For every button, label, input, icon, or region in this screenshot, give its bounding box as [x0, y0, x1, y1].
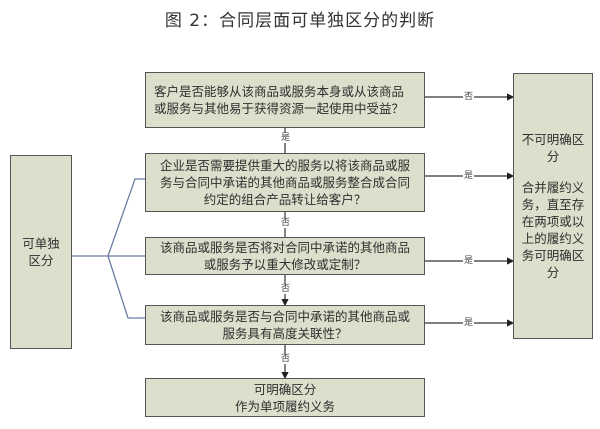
- result-distinct-box: 可明确区分 作为单项履约义务: [145, 378, 425, 417]
- question-4-text: 该商品或服务是否与合同中承诺的其他商品或服务具有高度关联性？: [159, 309, 410, 341]
- not-distinct-line1: 不可明确区分: [521, 132, 585, 164]
- question-1-text: 客户是否能够从该商品或服务本身或从该商品或服务与其他易于获得资源一起使用中受益？: [154, 84, 405, 116]
- bracket-bottom: [107, 255, 145, 319]
- question-box-3: 该商品或服务是否将对合同中承诺的其他商品或服务予以重大修改或定制？: [145, 237, 425, 275]
- edge-label-q4-result: 否: [280, 354, 292, 364]
- edge-label-q2-q3: 否: [280, 218, 292, 228]
- not-distinct-box: 不可明确区分 合并履约义务，直至存在两项或以上的履约义务可明确区分: [513, 73, 593, 339]
- left-group-text: 可单独区分: [22, 236, 60, 268]
- question-3-text: 该商品或服务是否将对合同中承诺的其他商品或服务予以重大修改或定制？: [159, 240, 410, 272]
- edge-label-q1-right: 否: [463, 92, 475, 102]
- edge-label-q3-right: 是: [463, 256, 475, 266]
- not-distinct-line2: 合并履约义务，直至存在两项或以上的履约义务可明确区分: [521, 180, 585, 280]
- left-group-box: 可单独区分: [10, 155, 72, 349]
- edge-label-q1-q2: 是: [280, 133, 292, 143]
- result-distinct-line1: 可明确区分: [253, 381, 317, 397]
- bracket-left: [72, 178, 145, 257]
- question-box-1: 客户是否能够从该商品或服务本身或从该商品或服务与其他易于获得资源一起使用中受益？: [145, 72, 425, 128]
- diagram-title: 图 2：合同层面可单独区分的判断: [164, 11, 436, 31]
- edge-label-q4-right: 是: [463, 318, 475, 328]
- edge-label-q3-q4: 否: [280, 284, 292, 294]
- question-box-4: 该商品或服务是否与合同中承诺的其他商品或服务具有高度关联性？: [145, 305, 425, 345]
- question-2-text: 企业是否需要提供重大的服务以将该商品或服务与合同中承诺的其他商品或服务整合成合同…: [159, 158, 410, 207]
- question-box-2: 企业是否需要提供重大的服务以将该商品或服务与合同中承诺的其他商品或服务整合成合同…: [145, 153, 425, 212]
- result-distinct-line2: 作为单项履约义务: [234, 398, 335, 414]
- edge-label-q2-right: 是: [463, 171, 475, 181]
